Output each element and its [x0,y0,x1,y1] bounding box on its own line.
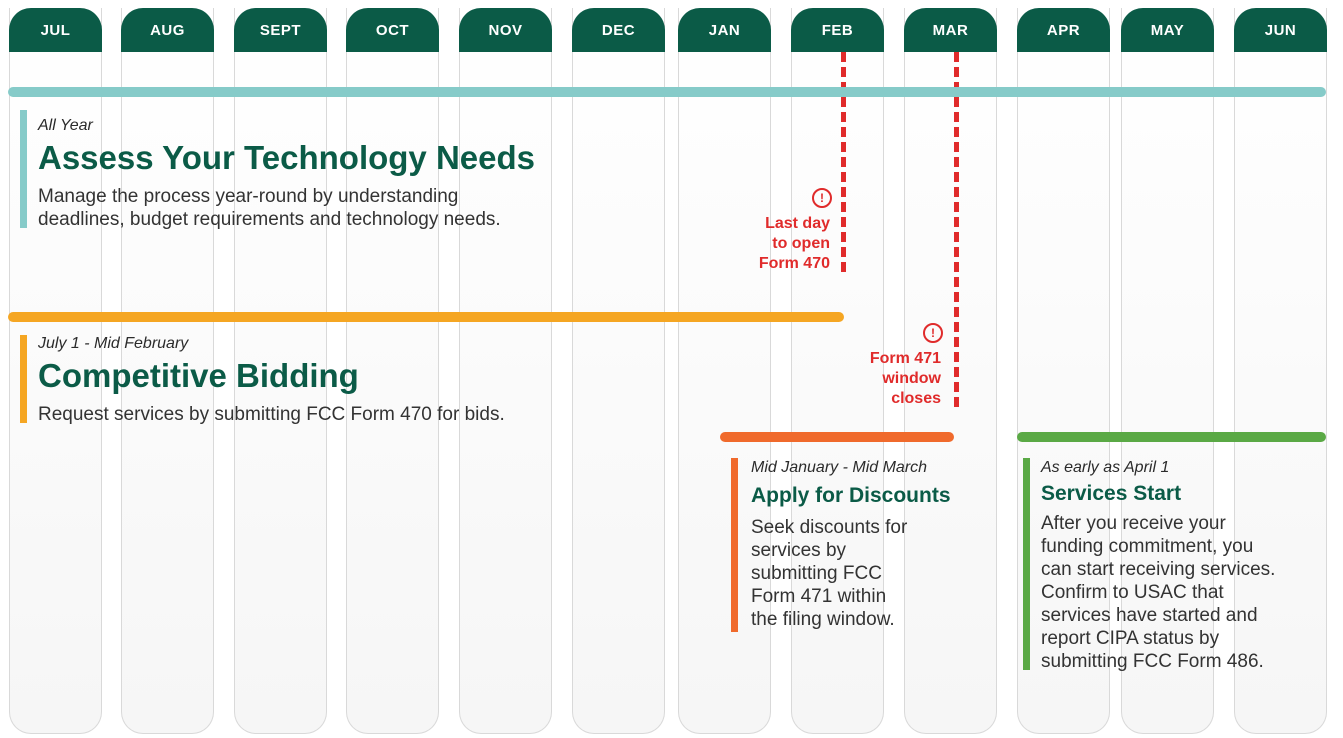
deadline-text-line: Form 470 [758,255,830,272]
discounts-title: Apply for Discounts [751,484,951,507]
month-tab-sept: SEPT [234,8,327,52]
month-column-nov: NOV [459,8,552,734]
description-line: services by [751,540,847,561]
description-line: Form 471 within [751,586,887,607]
description-line: submitting FCC [751,563,882,584]
month-column-may: MAY [1121,8,1214,734]
form470-deadline-line [841,52,846,272]
description-line: Manage the process year-round by underst… [38,186,459,207]
services-accent-bar [1023,458,1030,670]
month-column-jun: JUN [1234,8,1327,734]
description-line: submitting FCC Form 486. [1041,651,1264,672]
services-timeline-bar [1017,432,1326,442]
description-line: funding commitment, you [1041,536,1254,557]
month-tab-may: MAY [1121,8,1214,52]
month-column-sept: SEPT [234,8,327,734]
assess-period: All Year [38,117,93,134]
assess-accent-bar [20,110,27,228]
month-tab-nov: NOV [459,8,552,52]
deadline-text-line: to open [772,235,830,252]
month-tab-apr: APR [1017,8,1110,52]
deadline-text-line: Last day [765,215,830,232]
description-line: Confirm to USAC that [1041,582,1224,603]
month-tab-oct: OCT [346,8,439,52]
description-line: services have started and [1041,605,1258,626]
month-column-feb: FEB [791,8,884,734]
services-title: Services Start [1041,482,1182,505]
description-line: can start receiving services. [1041,559,1276,580]
description-line: Request services by submitting FCC Form … [38,404,505,425]
discounts-description: Seek discounts for services by submittin… [751,516,907,631]
alert-icon: ! [923,323,943,343]
month-column-dec: DEC [572,8,665,734]
description-line: the filing window. [751,609,895,630]
discounts-period: Mid January - Mid March [751,459,928,476]
month-column-oct: OCT [346,8,439,734]
form471-deadline-label: Form 471 window closes [845,349,941,409]
description-line: After you receive your [1041,513,1226,534]
deadline-text-line: window [882,370,941,387]
alert-icon: ! [812,188,832,208]
month-tab-jun: JUN [1234,8,1327,52]
discounts-accent-bar [731,458,738,632]
bidding-description: Request services by submitting FCC Form … [38,403,505,426]
month-tab-dec: DEC [572,8,665,52]
bidding-period: July 1 - Mid February [38,335,189,352]
month-column-jan: JAN [678,8,771,734]
bidding-title: Competitive Bidding [38,357,359,394]
assess-timeline-bar [8,87,1326,97]
deadline-text-line: closes [891,390,941,407]
form470-deadline-label: Last day to open Form 470 [735,214,830,274]
assess-title: Assess Your Technology Needs [38,139,535,176]
month-column-apr: APR [1017,8,1110,734]
services-period: As early as April 1 [1041,459,1170,476]
deadline-text-line: Form 471 [869,350,941,367]
month-tab-aug: AUG [121,8,214,52]
month-tab-mar: MAR [904,8,997,52]
description-line: deadlines, budget requirements and techn… [38,209,501,230]
month-column-aug: AUG [121,8,214,734]
assess-description: Manage the process year-round by underst… [38,185,501,231]
form471-deadline-line [954,52,959,407]
bidding-timeline-bar [8,312,844,322]
description-line: Seek discounts for [751,517,908,538]
month-column-mar: MAR [904,8,997,734]
bidding-accent-bar [20,335,27,423]
discounts-timeline-bar [720,432,954,442]
month-tab-jan: JAN [678,8,771,52]
month-tab-feb: FEB [791,8,884,52]
services-description: After you receive your funding commitmen… [1041,512,1275,673]
month-tab-jul: JUL [9,8,102,52]
description-line: report CIPA status by [1041,628,1220,649]
